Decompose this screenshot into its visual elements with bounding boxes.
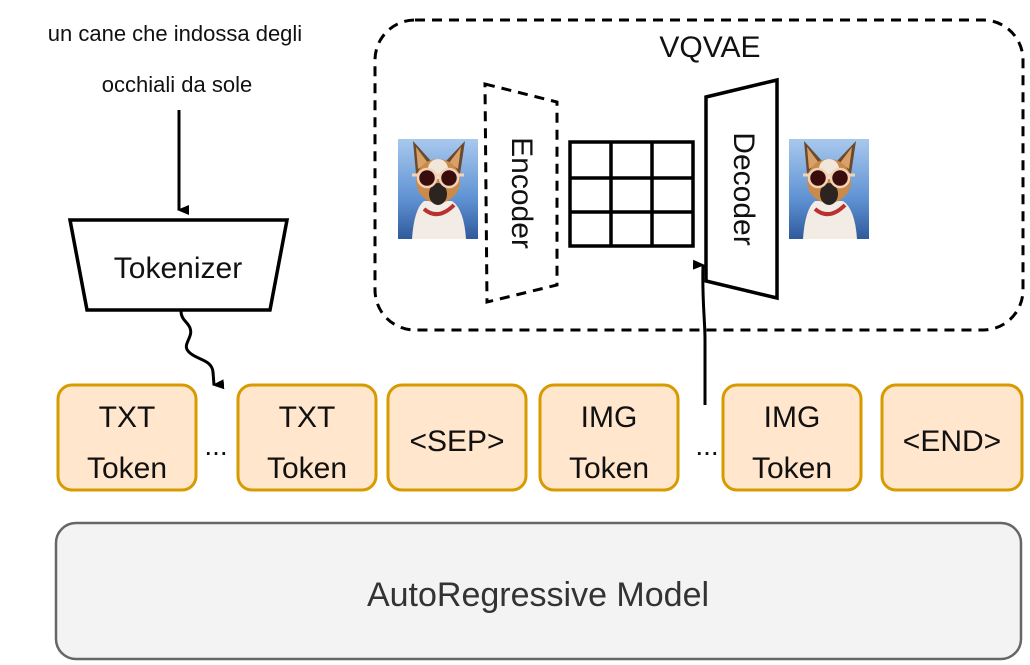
token-box-shape [721, 383, 863, 492]
decoder-label: Decoder [727, 132, 760, 245]
token-row: TXT Token TXT Token <SEP> IMG Token IMG Token <EN… [56, 383, 1024, 492]
input-dog-image [396, 137, 480, 241]
token-box-shape [538, 383, 680, 492]
token-box: TXT Token [56, 383, 198, 492]
output-dog-image [787, 137, 871, 241]
token-label: Token [267, 452, 347, 485]
tokenizer-to-tokens-arrow [179, 310, 225, 390]
ellipsis-img-tokens: ... [695, 430, 718, 461]
token-label: <SEP> [409, 425, 504, 458]
token-box: <END> [880, 383, 1024, 492]
token-label: Token [752, 452, 832, 485]
token-label: Token [87, 452, 167, 485]
token-label: IMG [764, 401, 821, 434]
token-box: IMG Token [721, 383, 863, 492]
codebook-grid [568, 140, 695, 248]
tokenizer-label: Tokenizer [114, 252, 242, 285]
encoder-label: Encoder [505, 137, 538, 249]
token-box: TXT Token [236, 383, 378, 492]
decoder-block: Decoder [704, 77, 779, 301]
token-label: Token [569, 452, 649, 485]
tokenizer-block: Tokenizer [67, 218, 290, 312]
token-box-shape [236, 383, 378, 492]
token-label: <END> [903, 425, 1001, 458]
token-box-shape [880, 383, 1024, 492]
vqvae-container: VQVAE Encoder Decoder [373, 18, 1025, 332]
prompt-line-2: occhiali da sole [102, 72, 252, 97]
vqvae-title: VQVAE [659, 31, 760, 64]
token-box: <SEP> [386, 383, 528, 492]
token-box: IMG Token [538, 383, 680, 492]
prompt-line-1: un cane che indossa degli [48, 21, 302, 46]
encoder-block: Encoder [483, 82, 559, 304]
token-label: TXT [279, 401, 336, 434]
autoregressive-model-block: AutoRegressive Model [54, 521, 1023, 661]
token-label: TXT [99, 401, 156, 434]
img-token-to-codebook-arrow [692, 259, 707, 405]
token-label: IMG [581, 401, 638, 434]
ellipsis-text-tokens: ... [204, 430, 227, 461]
token-box-shape [386, 383, 528, 492]
token-box-shape [56, 383, 198, 492]
autoregressive-model-label: AutoRegressive Model [367, 576, 709, 614]
